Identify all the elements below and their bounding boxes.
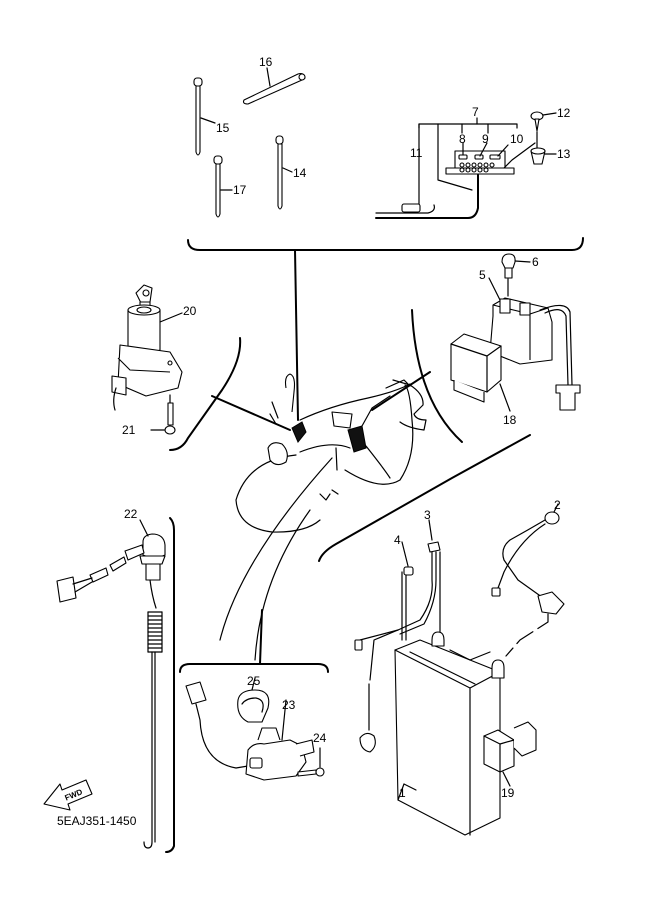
callout-20: 20 [183, 304, 197, 318]
callout-22: 22 [124, 507, 138, 521]
bolt-21 [150, 394, 176, 435]
cable-band-14 [275, 135, 293, 210]
top-group-bracket [187, 237, 584, 421]
battery-1 [394, 631, 505, 836]
callout-8: 8 [459, 132, 466, 146]
nut-13 [530, 147, 557, 165]
main-switch-20 [111, 284, 183, 411]
forward-arrow-icon: FWD [43, 779, 93, 811]
callout-7: 7 [472, 105, 479, 119]
relay-group-bracket [411, 309, 463, 443]
screw-24 [297, 747, 325, 777]
fuse-9 [474, 142, 488, 160]
wire-lead-11 [375, 174, 479, 219]
callout-5: 5 [479, 268, 486, 282]
callout-2: 2 [554, 498, 561, 512]
sensor-23 [185, 681, 315, 781]
callout-16: 16 [259, 55, 273, 69]
callout-12: 12 [557, 106, 571, 120]
callout-25: 25 [247, 674, 261, 688]
callout-21: 21 [122, 423, 136, 437]
relay-19 [483, 721, 537, 787]
part-code: 5EAJ351-1450 [57, 814, 137, 828]
battery-group-bracket [318, 434, 531, 562]
callout-9: 9 [482, 132, 489, 146]
callout-18: 18 [503, 413, 517, 427]
starter-relay-5 [488, 253, 581, 411]
fuse-10 [489, 144, 509, 160]
callout-10: 10 [510, 132, 524, 146]
callout-19: 19 [501, 786, 515, 800]
callout-24: 24 [313, 731, 327, 745]
cable-band-15 [193, 77, 216, 156]
motorcycle-outline [211, 371, 431, 661]
switch-22 [56, 519, 166, 849]
clamp-25 [237, 677, 270, 723]
lead-2 [491, 503, 565, 657]
cable-band-17 [213, 155, 233, 218]
sensor-group-bracket [179, 663, 329, 673]
callout-14: 14 [293, 166, 307, 180]
screw-12 [530, 111, 557, 149]
callout-1: 1 [399, 786, 406, 800]
callout-11: 11 [410, 146, 423, 160]
callout-15: 15 [216, 121, 230, 135]
cable-band-16 [242, 67, 306, 105]
lead-4 [401, 541, 414, 641]
main-switch-bracket [169, 337, 242, 451]
callout-23: 23 [282, 698, 296, 712]
lead-3 [354, 519, 441, 753]
fuse-8 [458, 142, 468, 160]
callout-13: 13 [557, 147, 571, 161]
callout-3: 3 [424, 508, 431, 522]
relay-unit-18 [450, 333, 511, 412]
callout-6: 6 [532, 255, 539, 269]
left-group-bracket [165, 517, 175, 853]
callout-17: 17 [233, 183, 247, 197]
callout-4: 4 [394, 533, 401, 547]
fuse-box-assembly [375, 111, 557, 219]
